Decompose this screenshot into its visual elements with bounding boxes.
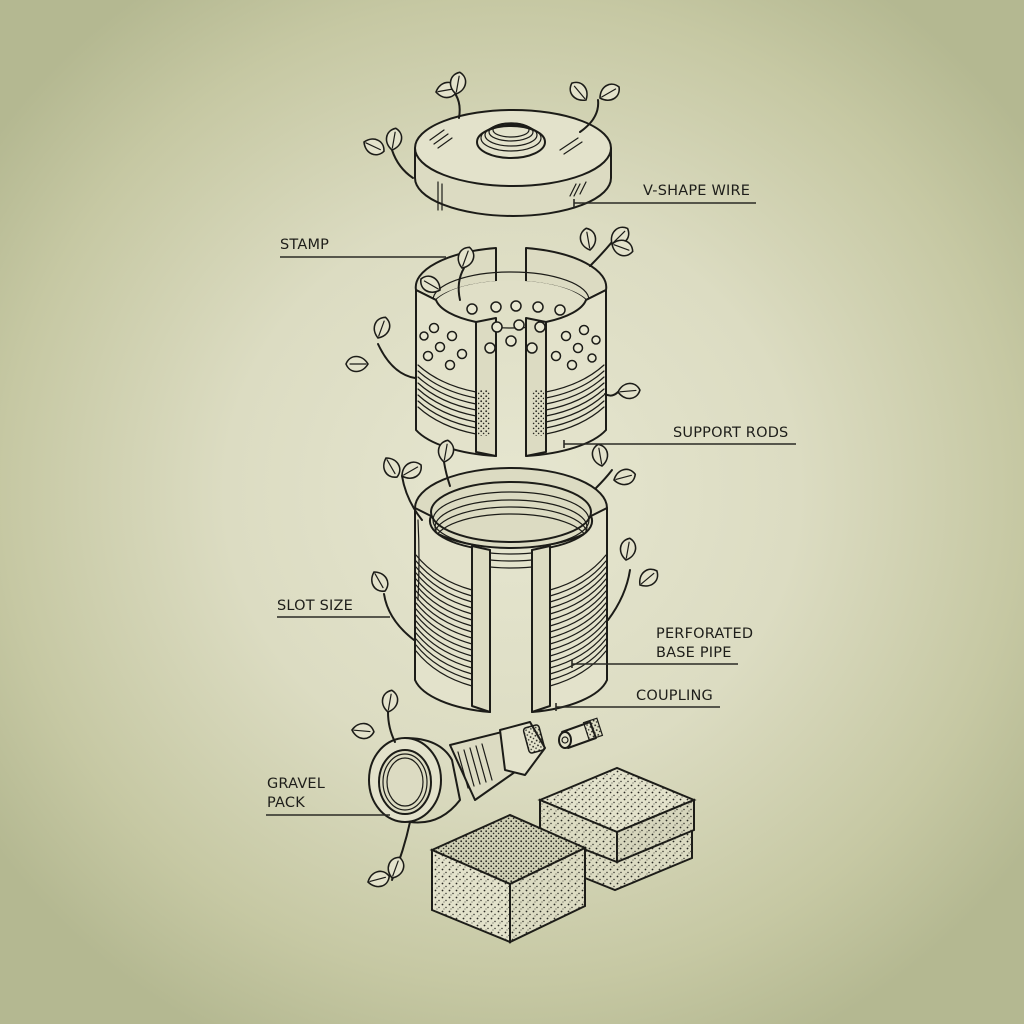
- threaded-nipple: [558, 717, 604, 749]
- label-gravel-pack: GRAVEL PACK: [267, 776, 326, 811]
- decorative-vines: [345, 70, 663, 891]
- wire-wrapped-split-cylinder: [414, 467, 608, 713]
- label-support-rods: SUPPORT RODS: [673, 425, 789, 441]
- end-cap-disc: [414, 109, 612, 217]
- label-v-shape-wire: V-SHAPE WIRE: [643, 183, 751, 199]
- gravel-pack-blocks: [429, 766, 697, 944]
- label-coupling: COUPLING: [636, 688, 713, 704]
- label-perforated-base-pipe: PERFORATED BASE PIPE: [656, 626, 754, 661]
- label-stamp: STAMP: [280, 237, 330, 253]
- pipe-coupling-fitting: [368, 721, 546, 824]
- perforated-split-cylinder: [414, 247, 608, 457]
- leader-lines: [266, 199, 796, 816]
- label-slot-size: SLOT SIZE: [277, 598, 354, 614]
